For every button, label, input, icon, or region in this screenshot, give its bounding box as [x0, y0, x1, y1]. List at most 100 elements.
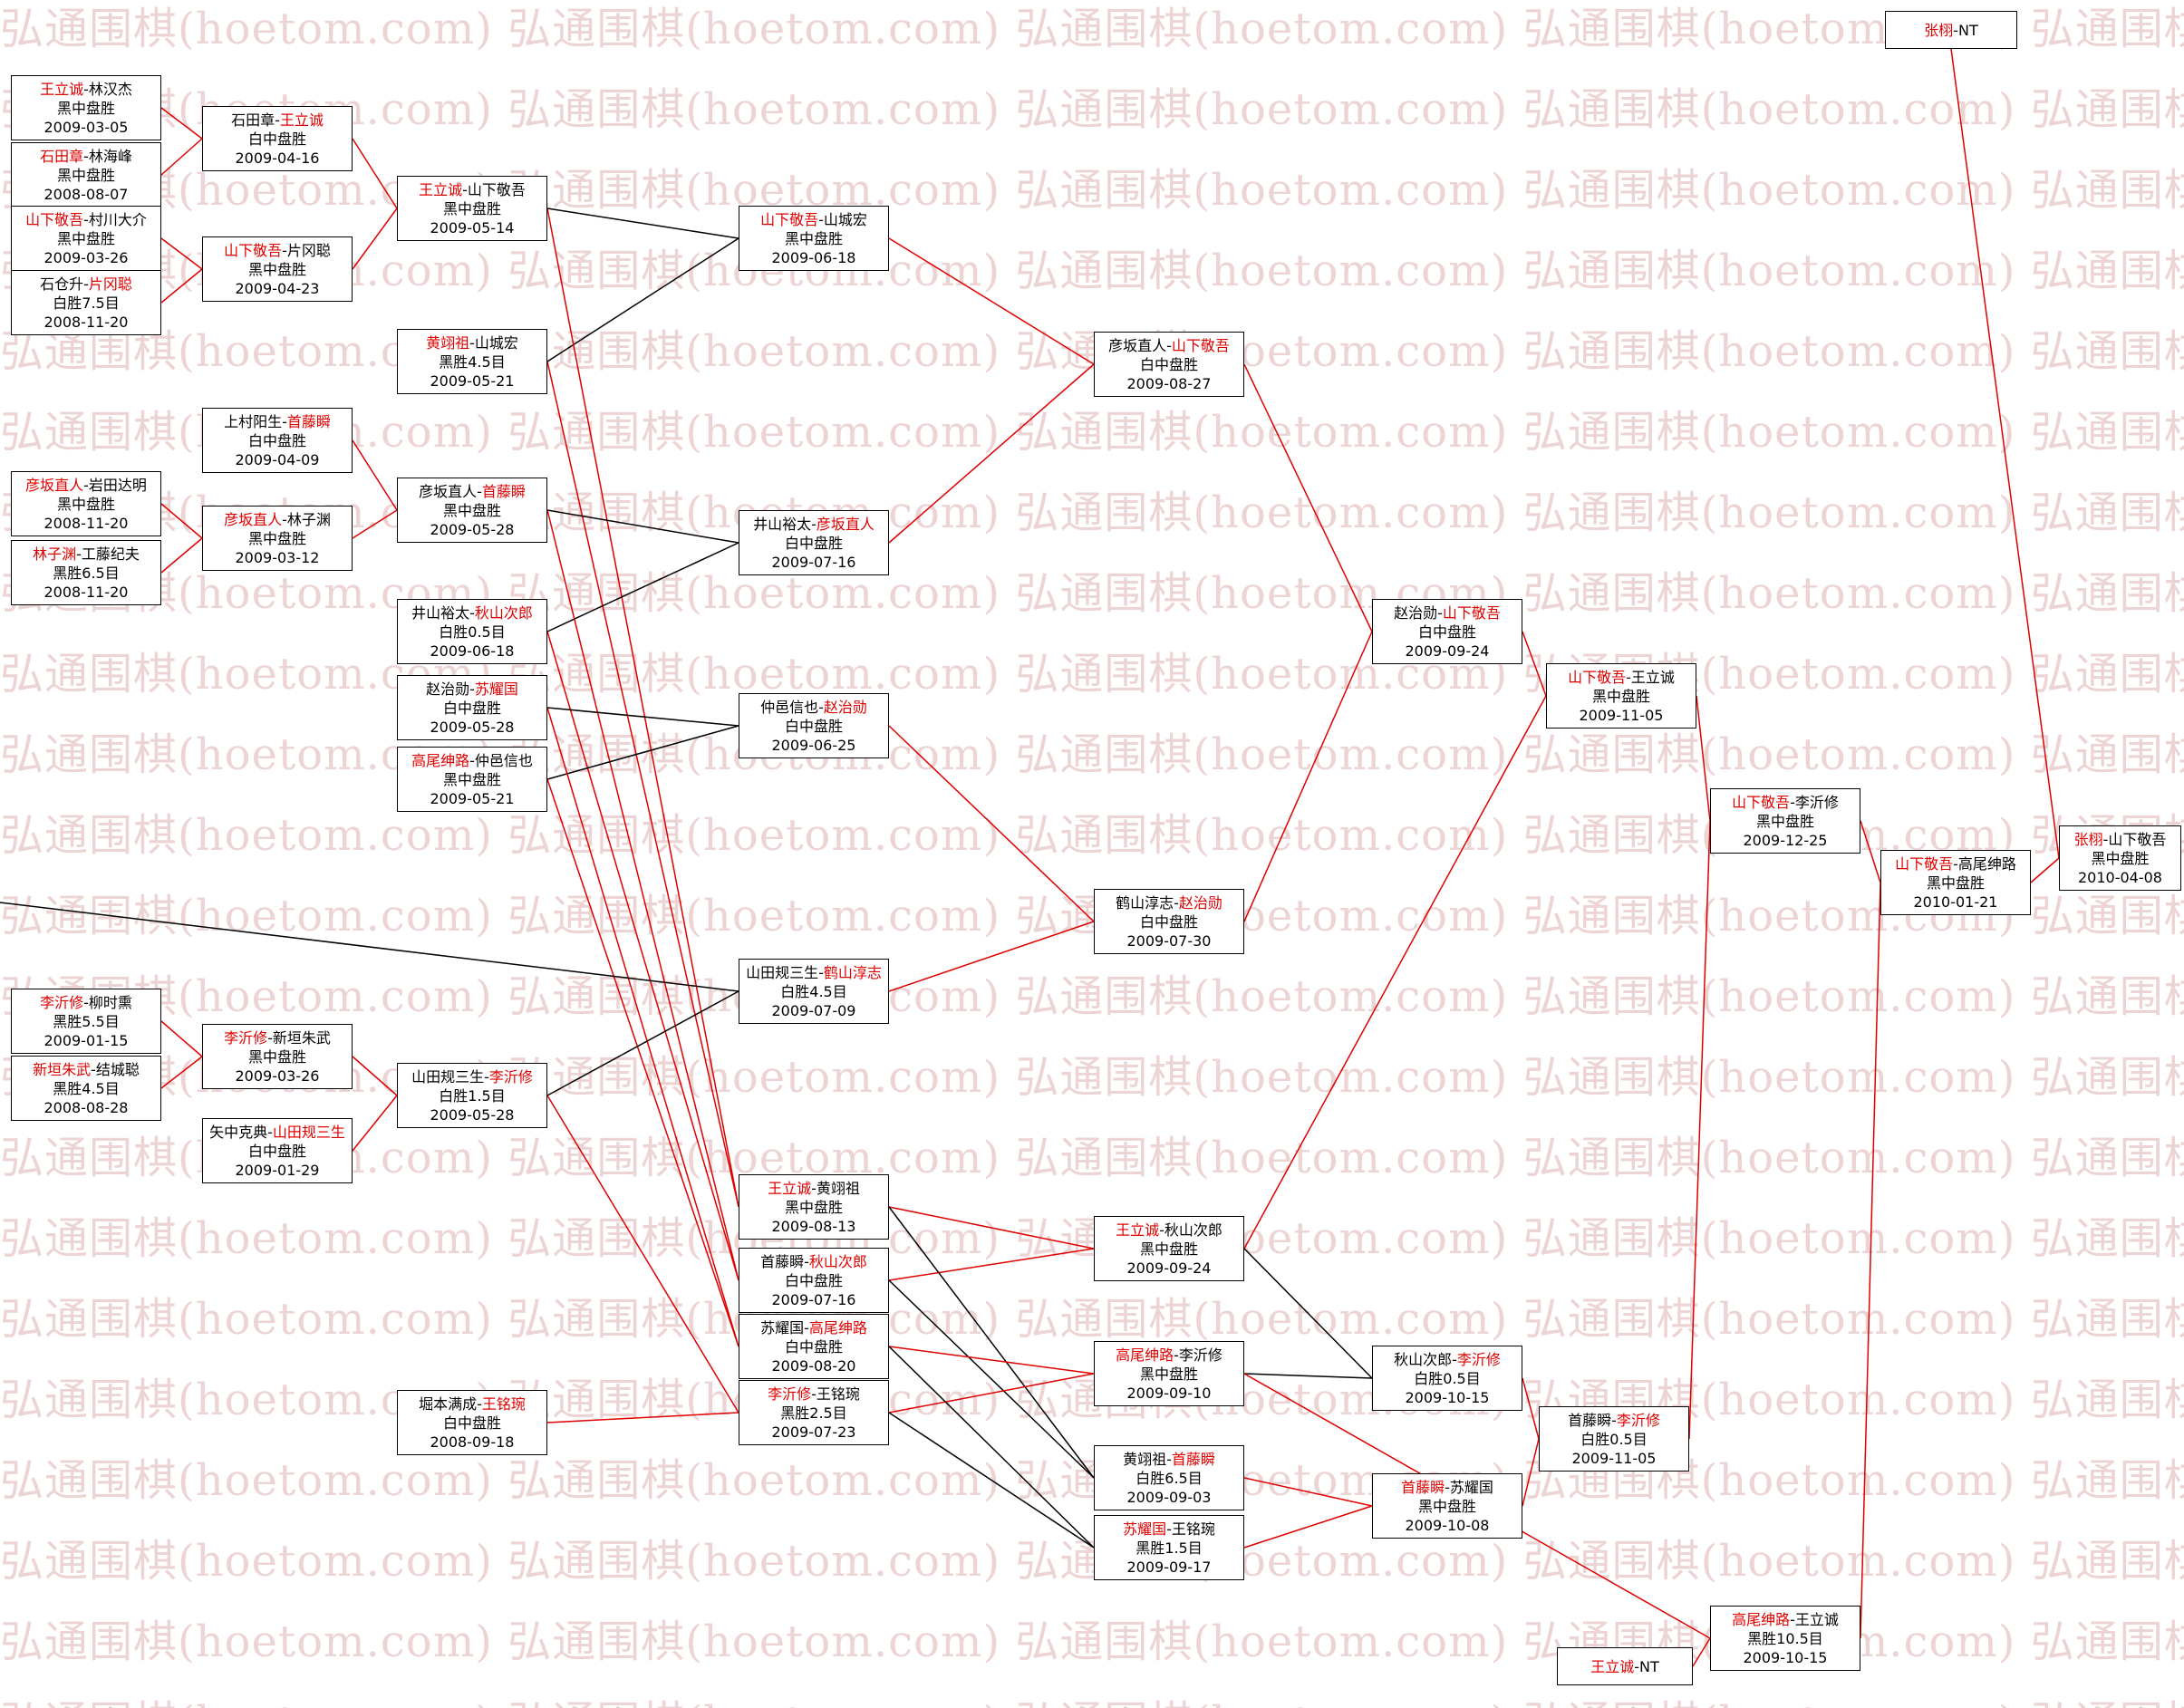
loser-advance-line [888, 1346, 1095, 1549]
loser-advance-line [546, 237, 739, 362]
players-separator: - [469, 680, 475, 698]
players-separator: - [282, 412, 287, 430]
loser-player-name: 王铭琬 [1171, 1520, 1215, 1538]
match-players: 王立诚-秋山次郎 [1116, 1221, 1222, 1240]
match-date: 2009-09-24 [1405, 642, 1490, 660]
match-players: 赵治勋-山下敬吾 [1394, 603, 1501, 622]
loser-player-name: 彦坂直人 [419, 482, 478, 500]
players-separator: - [484, 1067, 489, 1086]
match-date: 2009-07-16 [771, 1290, 856, 1308]
players-separator: - [83, 476, 89, 494]
players-separator: - [462, 180, 468, 198]
winner-player-name: 高尾绅路 [808, 1318, 867, 1336]
match-date: 2009-06-18 [771, 248, 856, 266]
winner-player-name: 王立诚 [419, 180, 463, 198]
winner-player-name: 山下敬吾 [224, 241, 283, 259]
match-players: 首藤瞬-李沂修 [1568, 1411, 1660, 1430]
winner-advance-line [1522, 631, 1547, 697]
match-date: 2009-03-26 [235, 1066, 320, 1085]
players-separator: - [1166, 336, 1172, 354]
loser-player-name: 山下敬吾 [2108, 830, 2167, 848]
match-players: 仲邑信也-赵治勋 [760, 698, 867, 717]
match-date: 2009-06-18 [430, 642, 515, 660]
players-separator: - [811, 1385, 817, 1403]
match-players: 李沂修-新垣朱武 [224, 1028, 331, 1047]
match-date: 2008-11-20 [43, 514, 129, 532]
loser-advance-line [546, 542, 739, 632]
match-result: 黑胜2.5目 [780, 1404, 847, 1422]
match-box[interactable]: 张栩-NT [1885, 11, 2017, 49]
match-box[interactable]: 王立诚-NT [1557, 1647, 1693, 1685]
match-date: 2008-08-28 [43, 1098, 129, 1116]
loser-player-name: 新垣朱武 [272, 1028, 331, 1047]
loser-advance-line [546, 725, 739, 780]
match-result: 黑中盘胜 [784, 229, 843, 247]
match-result: 黑胜5.5目 [53, 1012, 120, 1030]
match-date: 2009-07-23 [771, 1423, 856, 1441]
winner-advance-line [546, 361, 739, 1208]
loser-player-name: 苏耀国 [760, 1318, 805, 1336]
winner-advance-line [1243, 631, 1373, 922]
match-date: 2009-03-26 [43, 248, 129, 266]
loser-player-name: 仲邑信也 [474, 751, 533, 769]
winner-advance-line [352, 1056, 398, 1096]
players-separator: - [267, 1028, 273, 1047]
winner-player-name: 赵治勋 [823, 698, 867, 716]
players-separator: - [1174, 1346, 1179, 1364]
match-players: 李沂修-王铭琬 [768, 1385, 860, 1404]
players-separator: - [1174, 893, 1179, 912]
match-result: 黑中盘胜 [56, 229, 115, 247]
winner-player-name: 王立诚 [1116, 1221, 1160, 1239]
winner-advance-line [352, 439, 398, 511]
players-separator: - [267, 1123, 273, 1141]
match-date: 2009-04-23 [235, 279, 320, 297]
players-separator: - [1953, 21, 1959, 39]
loser-player-name: 秋山次郎 [1394, 1350, 1453, 1368]
